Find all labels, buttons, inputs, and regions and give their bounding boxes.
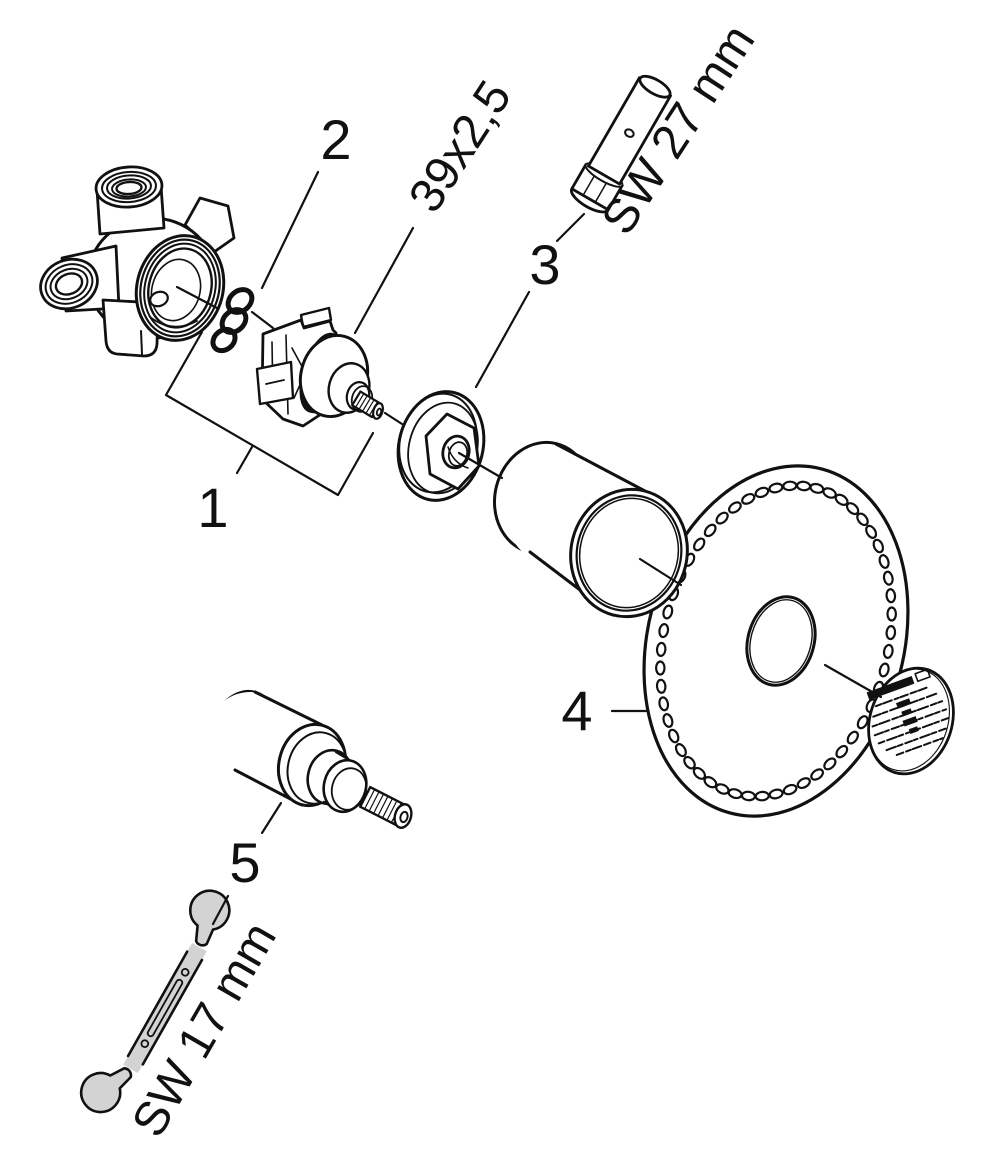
callout-5: 5 — [229, 831, 261, 894]
escutcheon-hole — [865, 524, 878, 539]
escutcheon-hole — [658, 696, 670, 712]
escutcheon-hole — [796, 777, 811, 790]
escutcheon-hole — [667, 728, 680, 744]
escutcheon-hole — [654, 660, 666, 676]
escutcheon-hole — [885, 588, 897, 604]
sticker-logo-bar — [866, 676, 915, 700]
socket-mouth — [638, 74, 672, 99]
escutcheon-hole — [856, 512, 869, 527]
axis-lines — [175, 285, 883, 699]
escutcheon-hole — [658, 623, 670, 639]
leader-oring-size — [353, 226, 415, 335]
sleeve-mouth — [569, 487, 689, 619]
escutcheon-hole — [882, 570, 894, 586]
escutcheon-hole — [740, 790, 756, 802]
escutcheon-hole — [856, 715, 869, 730]
extension-drawing — [208, 689, 413, 829]
escutcheon-hole — [882, 643, 894, 659]
escutcheon-hole — [872, 538, 885, 554]
leader-callout-5-part — [260, 801, 283, 835]
socket-tool-drawing — [569, 74, 672, 214]
leader-lines — [211, 170, 648, 926]
escutcheon-hole — [715, 511, 729, 525]
escutcheon-hole — [703, 523, 717, 538]
escutcheon-hole — [728, 501, 742, 514]
escutcheon-hole — [878, 662, 890, 678]
escutcheon-holes — [654, 480, 898, 802]
escutcheon-center-hole — [745, 595, 817, 687]
escutcheon-hole — [674, 743, 687, 758]
nut-drawing — [396, 390, 486, 502]
escutcheon-hole — [662, 713, 674, 728]
wrench-drawing — [79, 889, 231, 1114]
callout-1: 1 — [197, 476, 229, 539]
escutcheon-hole — [703, 776, 718, 789]
escutcheon-hole — [782, 783, 798, 796]
escutcheon-hole — [754, 486, 770, 499]
escutcheon-hole — [754, 790, 770, 802]
leader-callout-5-tool — [211, 894, 230, 926]
escutcheon-hole — [796, 480, 812, 492]
escutcheon-hole — [692, 766, 707, 780]
socket-pin-hole — [624, 128, 635, 138]
escutcheon-hole — [655, 641, 667, 657]
escutcheon-hole — [693, 537, 706, 552]
leader-callout-3-nut — [474, 290, 531, 389]
escutcheon-hole — [878, 554, 890, 569]
escutcheon-hole — [655, 678, 667, 694]
callout-3: 3 — [529, 233, 561, 296]
escutcheon-hole — [741, 492, 756, 505]
callout-2: 2 — [320, 108, 352, 171]
escutcheon-hole — [845, 502, 860, 516]
callout-4: 4 — [561, 679, 593, 742]
leader-callout-1 — [235, 445, 254, 475]
wrench-slot — [146, 978, 184, 1038]
escutcheon-hole — [886, 606, 898, 622]
escutcheon-hole — [846, 730, 859, 745]
escutcheon-hole — [835, 744, 849, 759]
wrench-top-jaw — [189, 889, 231, 947]
cartridge-clip — [255, 360, 295, 406]
sleeve-drawing — [492, 440, 689, 619]
leader-callout-3-tool — [555, 212, 586, 243]
escutcheon-hole — [683, 755, 696, 770]
cartridge-drawing — [255, 306, 384, 428]
escutcheon-hole — [782, 480, 798, 492]
escutcheon-hole — [810, 768, 824, 781]
callout-1-bracket — [164, 330, 375, 497]
escutcheon-hole — [885, 625, 897, 641]
leader-callout-2 — [260, 170, 320, 290]
wrench-bottom-jaw — [79, 1067, 133, 1114]
sticker-drawing — [866, 666, 955, 776]
escutcheon-hole — [834, 493, 849, 506]
escutcheon-hole — [662, 604, 674, 620]
escutcheon-hole — [823, 757, 837, 771]
valve-body-drawing — [39, 165, 236, 358]
seal-set-drawing — [210, 287, 255, 354]
escutcheon-drawing — [642, 464, 910, 818]
sticker-content — [866, 668, 950, 756]
